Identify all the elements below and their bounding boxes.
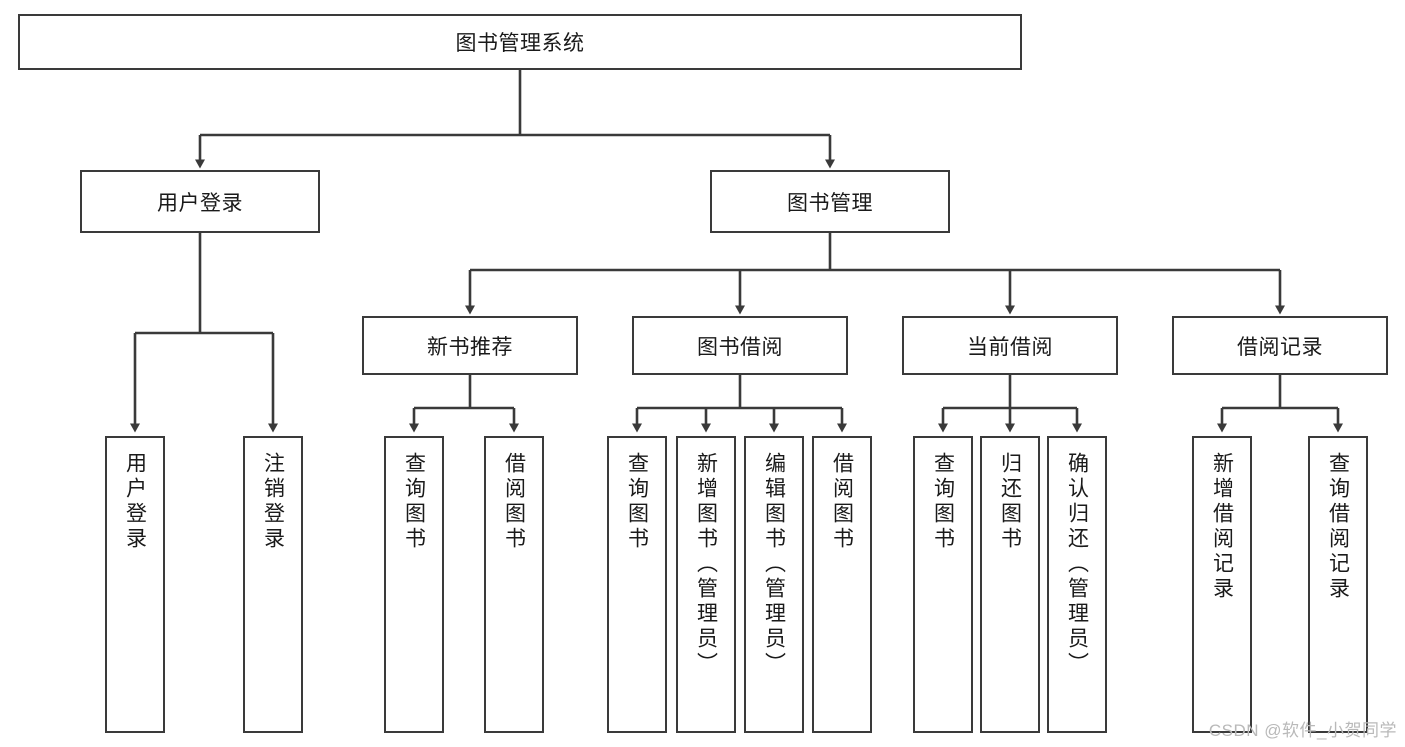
leaf-user-login-signout[interactable]: 注销登录 [243,436,303,733]
leaf-recommend-query-book[interactable]: 查询图书 [384,436,444,733]
node-label: 用户登录 [157,191,243,215]
leaf-recommend-borrow-book[interactable]: 借阅图书 [484,436,544,733]
node-label: 新增图书（管理员） [694,452,718,677]
node-label: 确认归还（管理员） [1065,452,1089,677]
node-label: 注销登录 [261,452,285,552]
leaf-record-query-record[interactable]: 查询借阅记录 [1308,436,1368,733]
node-new-book-recommend[interactable]: 新书推荐 [362,316,578,375]
node-book-management[interactable]: 图书管理 [710,170,950,233]
leaf-current-confirm-return-admin[interactable]: 确认归还（管理员） [1047,436,1107,733]
node-label: 新书推荐 [427,335,513,359]
node-label: 查询图书 [402,452,426,552]
node-label: 图书管理 [787,191,873,215]
leaf-borrow-borrow-book[interactable]: 借阅图书 [812,436,872,733]
node-label: 借阅图书 [502,452,526,552]
leaf-record-add-record[interactable]: 新增借阅记录 [1192,436,1252,733]
leaf-current-return-book[interactable]: 归还图书 [980,436,1040,733]
node-root-system[interactable]: 图书管理系统 [18,14,1022,70]
leaf-user-login-signin[interactable]: 用户登录 [105,436,165,733]
node-label: 查询图书 [931,452,955,552]
node-label: 图书管理系统 [455,32,585,55]
node-label: 查询借阅记录 [1326,452,1350,602]
node-label: 编辑图书（管理员） [762,452,786,677]
node-label: 新增借阅记录 [1210,452,1234,602]
leaf-current-query-book[interactable]: 查询图书 [913,436,973,733]
leaf-borrow-add-book-admin[interactable]: 新增图书（管理员） [676,436,736,733]
node-borrow-record[interactable]: 借阅记录 [1172,316,1388,375]
node-label: 当前借阅 [967,335,1053,359]
node-label: 借阅记录 [1237,335,1323,359]
node-label: 归还图书 [998,452,1022,552]
leaf-borrow-query-book[interactable]: 查询图书 [607,436,667,733]
node-user-login[interactable]: 用户登录 [80,170,320,233]
node-current-borrow[interactable]: 当前借阅 [902,316,1118,375]
node-label: 查询图书 [625,452,649,552]
node-book-borrow[interactable]: 图书借阅 [632,316,848,375]
leaf-borrow-edit-book-admin[interactable]: 编辑图书（管理员） [744,436,804,733]
watermark-text: CSDN @软件_小贺同学 [1208,721,1397,740]
node-label: 图书借阅 [697,335,783,359]
node-label: 用户登录 [123,452,147,552]
node-label: 借阅图书 [830,452,854,552]
